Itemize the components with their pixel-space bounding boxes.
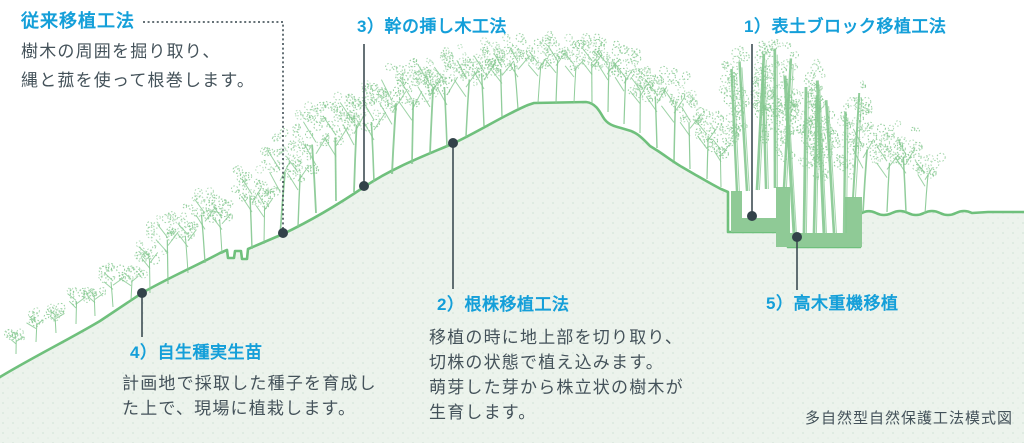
- leader-dot: [448, 138, 458, 148]
- topsoil-blocks: [731, 187, 862, 247]
- trees: [3, 30, 946, 355]
- annotation-method-3: 3）幹の挿し木工法: [357, 16, 507, 38]
- annotation-method-4-desc-line1: 計画地で採取した種子を育成し: [122, 374, 377, 393]
- annotation-method-5: 5）高木重機移植: [766, 293, 898, 315]
- annotation-method-1-title: 1）表土ブロック移植工法: [744, 17, 947, 36]
- annotation-method-2: 2）根株移植工法 移植の時に地上部を切り取り、 切株の状態で植え込みます。 萌芽…: [429, 294, 684, 425]
- leader-dot: [359, 181, 369, 191]
- leader-lines: [137, 21, 802, 337]
- annotation-conventional-desc-line1: 樹木の周囲を掘り取り、: [21, 42, 221, 61]
- annotation-method-1: 1）表土ブロック移植工法: [744, 16, 946, 38]
- annotation-method-5-title: 5）高木重機移植: [766, 294, 899, 313]
- leader-dot: [792, 232, 802, 242]
- annotation-method-4: 4）自生種実生苗 計画地で採取した種子を育成し た上で、現場に植栽します。: [122, 342, 377, 421]
- annotation-method-4-desc-line2: た上で、現場に植栽します。: [122, 399, 357, 418]
- leader-dot: [278, 228, 288, 238]
- annotation-method-2-desc-line4: 生育します。: [429, 403, 537, 422]
- annotation-conventional-title: 従来移植工法: [21, 11, 135, 31]
- annotation-method-4-title: 4）自生種実生苗: [130, 343, 263, 362]
- leader-dot: [137, 288, 147, 298]
- hill-body: [0, 100, 1024, 443]
- annotation-method-2-title: 2）根株移植工法: [437, 295, 570, 314]
- diagram-caption: 多自然型自然保護工法模式図: [804, 410, 1013, 427]
- annotation-method-2-desc-line1: 移植の時に地上部を切り取り、: [429, 328, 684, 347]
- annotation-method-3-title: 3）幹の挿し木工法: [357, 17, 507, 36]
- annotation-conventional: 従来移植工法 樹木の周囲を掘り取り、 縄と菰を使って根巻します。: [21, 10, 255, 95]
- annotation-method-2-desc-line2: 切株の状態で植え込みます。: [429, 353, 664, 372]
- leader-dot: [747, 211, 757, 221]
- annotation-method-2-desc-line3: 萌芽した芽から株立状の樹木が: [429, 378, 684, 397]
- annotation-conventional-desc-line2: 縄と菰を使って根巻します。: [21, 71, 256, 90]
